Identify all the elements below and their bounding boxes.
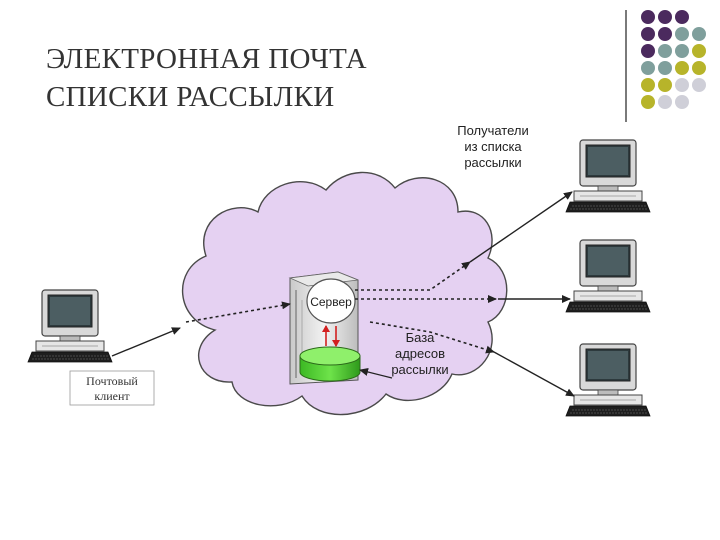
- client-label-box: [69, 370, 155, 406]
- svg-text:База: База: [406, 330, 436, 345]
- decorative-dot-grid: [641, 10, 706, 109]
- svg-text:из списка: из списка: [464, 139, 522, 154]
- server-label: Сервер: [310, 295, 352, 309]
- client-computer-icon: [27, 289, 113, 363]
- db-label-pointer: [359, 368, 393, 379]
- server-label-bubble: [306, 278, 356, 324]
- title-line-1: ЭЛЕКТРОННАЯ ПОЧТА: [46, 43, 367, 75]
- svg-text:рассылки: рассылки: [391, 362, 448, 377]
- recipient-computer-icon-2: [565, 239, 651, 313]
- recipients-label: Получатели из списка рассылки: [457, 123, 529, 170]
- svg-text:адресов: адресов: [395, 346, 445, 361]
- server-to-recipient-1-dashed: [355, 261, 471, 291]
- svg-text:Получатели: Получатели: [457, 123, 529, 138]
- slide-title: ЭЛЕКТРОННАЯ ПОЧТА СПИСКИ РАССЫЛКИ: [46, 40, 367, 116]
- client-label-line-2: клиент: [94, 389, 130, 403]
- database-label: База адресов рассылки: [391, 330, 448, 377]
- recipient-computer-icon-3: [565, 343, 651, 417]
- client-to-cloud-arrow: [111, 327, 181, 357]
- client-label-line-1: Почтовый: [86, 374, 138, 388]
- server-to-recipient-3-dashed: [369, 321, 495, 354]
- recipient-computer-icon-1: [565, 139, 651, 213]
- svg-text:рассылки: рассылки: [464, 155, 521, 170]
- decorative-divider: [625, 10, 627, 122]
- to-recipient-3-arrow: [493, 351, 575, 397]
- title-line-2: СПИСКИ РАССЫЛКИ: [46, 81, 335, 113]
- database-icon: [299, 346, 361, 382]
- to-recipient-1-arrow: [469, 191, 573, 263]
